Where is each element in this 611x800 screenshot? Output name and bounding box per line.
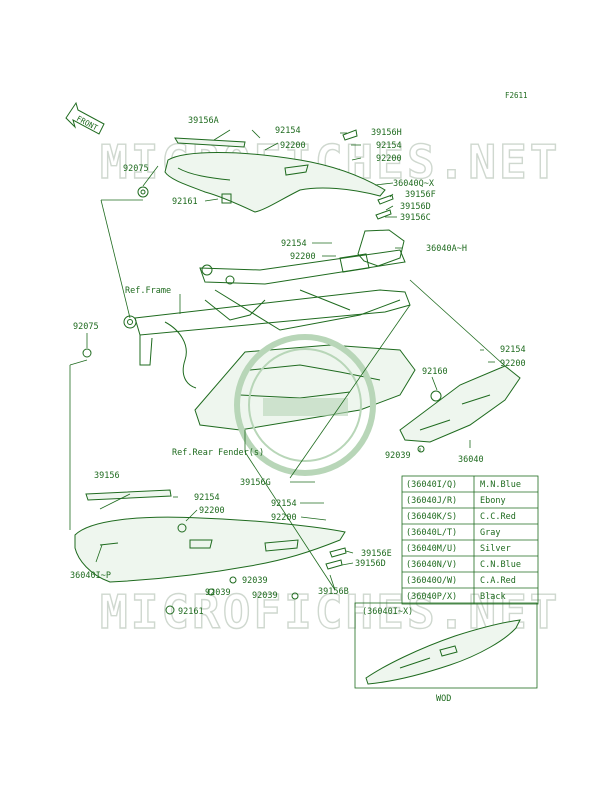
label-92154-a: 92154: [275, 126, 301, 136]
label-92154-e: 92154: [194, 493, 220, 503]
label-92039-c: 92039: [205, 588, 231, 598]
table-color-2: C.C.Red: [480, 512, 516, 522]
label-92154-f: 92154: [271, 499, 297, 509]
table-code-7: (36040P/X): [406, 592, 457, 602]
label-39156G: 39156G: [240, 478, 271, 488]
upper-tail-cover: [137, 137, 386, 213]
table-code-0: (36040I/Q): [406, 480, 457, 490]
label-92200-e: 92200: [199, 506, 225, 516]
label-92200-c: 92200: [290, 252, 316, 262]
label-39156D-b: 39156D: [355, 559, 386, 569]
label-92161-b: 92161: [178, 607, 204, 617]
front-arrow-icon: FRONT: [65, 101, 105, 135]
label-36040Q-X: 36040Q~X: [393, 179, 435, 189]
label-92075-a: 92075: [123, 164, 149, 174]
color-table: (36040I/Q) M.N.Blue (36040J/R) Ebony (36…: [401, 475, 539, 605]
table-code-2: (36040K/S): [406, 512, 457, 522]
label-92154-d: 92154: [500, 345, 526, 355]
label-92200-b: 92200: [376, 154, 402, 164]
label-92200-f: 92200: [271, 513, 297, 523]
label-39156A: 39156A: [188, 116, 219, 126]
label-39156H: 39156H: [371, 128, 402, 138]
side-cover-right: [399, 365, 521, 453]
label-ref-frame: Ref.Frame: [125, 286, 171, 296]
label-36040: 36040: [458, 455, 484, 465]
table-color-7: Black: [480, 592, 506, 602]
label-36040I-P: 36040I~P: [70, 571, 111, 581]
label-39156B: 39156B: [318, 587, 349, 597]
label-ref-rear-fender: Ref.Rear Fender(s): [172, 448, 264, 458]
label-92039-d: 92039: [252, 591, 278, 601]
table-code-5: (36040N/V): [406, 560, 457, 570]
label-39156C: 39156C: [400, 213, 431, 223]
label-36040A-H: 36040A~H: [426, 244, 467, 254]
label-39156F: 39156F: [405, 190, 436, 200]
label-92200-a: 92200: [280, 141, 306, 151]
table-color-5: C.N.Blue: [480, 560, 521, 570]
part-labels: 39156A 92154 39156H 92200 92154 92200 92…: [70, 116, 526, 617]
table-code-3: (36040L/T): [406, 528, 457, 538]
table-color-4: Silver: [480, 544, 511, 554]
table-color-6: C.A.Red: [480, 576, 516, 586]
table-color-0: M.N.Blue: [480, 480, 521, 490]
label-92154-c: 92154: [281, 239, 307, 249]
label-92154-b: 92154: [376, 141, 402, 151]
label-92039-b: 92039: [242, 576, 268, 586]
label-92161-a: 92161: [172, 197, 198, 207]
label-92075-b: 92075: [73, 322, 99, 332]
table-color-1: Ebony: [480, 496, 506, 506]
inset-box: (36040I~X) WOD: [354, 602, 538, 704]
table-code-1: (36040J/R): [406, 496, 457, 506]
leader-lines: [69, 129, 506, 591]
table-code-4: (36040M/U): [406, 544, 457, 554]
label-92039-a: 92039: [385, 451, 411, 461]
inset-code: (36040I~X): [362, 607, 413, 617]
label-92160: 92160: [422, 367, 448, 377]
table-color-3: Gray: [480, 528, 500, 538]
inset-caption: WOD: [436, 694, 451, 704]
table-code-6: (36040O/W): [406, 576, 457, 586]
rear-fender: [194, 334, 416, 476]
label-39156D-a: 39156D: [400, 202, 431, 212]
label-39156E: 39156E: [361, 549, 392, 559]
figure-code: F2611: [505, 91, 528, 100]
label-39156: 39156: [94, 471, 120, 481]
upper-clips: [339, 129, 405, 273]
label-92200-d: 92200: [500, 359, 526, 369]
